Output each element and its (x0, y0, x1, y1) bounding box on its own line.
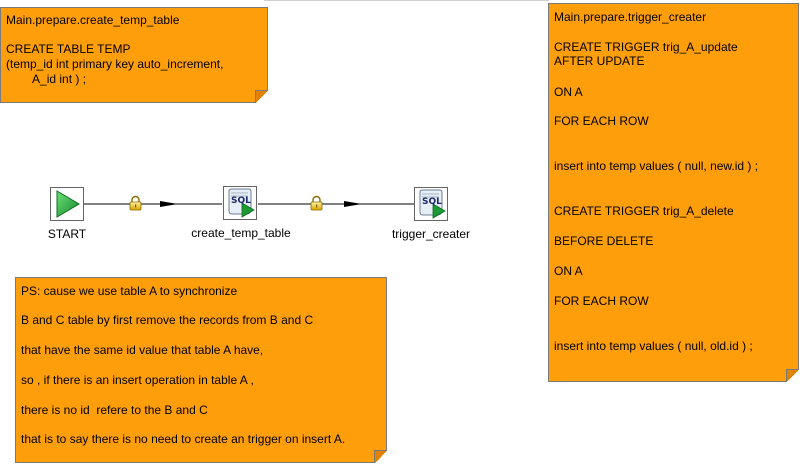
note-line: AFTER UPDATE (554, 54, 645, 68)
hop-create-temp-table-to-trigger-creater[interactable] (258, 195, 414, 211)
note-line: CREATE TRIGGER trig_A_delete (554, 204, 734, 218)
note-line: insert into temp values ( null, old.id )… (554, 339, 753, 353)
note-line: ON A (554, 264, 583, 278)
trigger-creater-node-label: trigger_creater (391, 227, 471, 241)
lock-icon (310, 195, 323, 211)
start-play-icon (56, 190, 80, 218)
note-line: A_id int ) ; (6, 72, 87, 86)
note-line: there is no id refere to the B and C (21, 403, 208, 417)
note-line: (temp_id int primary key auto_increment, (6, 57, 224, 71)
trigger-creater-node[interactable]: SQL (414, 187, 448, 221)
sql-script-icon (228, 188, 255, 218)
note-line: insert into temp values ( null, new.id )… (554, 159, 759, 173)
note-line: that is to say there is no need to creat… (21, 432, 346, 446)
start-node[interactable] (50, 187, 84, 221)
note-line: B and C table by first remove the record… (21, 313, 314, 327)
note-line: so , if there is an insert operation in … (21, 373, 254, 387)
note-create-temp-table[interactable]: Main.prepare.create_temp_table CREATE TA… (0, 7, 268, 103)
lock-icon (129, 195, 142, 211)
note-line: CREATE TRIGGER trig_A_update (554, 40, 738, 54)
note-line: CREATE TABLE TEMP (6, 42, 131, 56)
note-fold-corner (255, 90, 268, 103)
sql-badge: SQL (231, 196, 251, 206)
note-line: ON A (554, 85, 583, 99)
note-line: Main.prepare.create_temp_table (6, 13, 180, 27)
sql-badge: SQL (422, 197, 442, 207)
note-line: FOR EACH ROW (554, 114, 649, 128)
create-temp-table-node-label: create_temp_table (191, 226, 291, 240)
note-fold-corner (786, 369, 799, 382)
canvas-top-rule (264, 0, 549, 1)
note-line: BEFORE DELETE (554, 234, 654, 248)
hop-start-to-create-temp-table[interactable] (84, 195, 222, 211)
note-ps[interactable]: PS: cause we use table A to synchronize … (15, 277, 387, 463)
sql-script-icon (419, 189, 446, 219)
note-line: Main.prepare.trigger_creater (554, 10, 707, 24)
note-trigger-creater[interactable]: Main.prepare.trigger_creater CREATE TRIG… (548, 3, 799, 382)
create-temp-table-node[interactable]: SQL (223, 186, 257, 220)
note-line: PS: cause we use table A to synchronize (21, 284, 238, 298)
start-node-label: START (47, 227, 87, 241)
note-fold-corner (374, 450, 387, 463)
note-line: that have the same id value that table A… (21, 343, 264, 357)
note-line: FOR EACH ROW (554, 294, 649, 308)
